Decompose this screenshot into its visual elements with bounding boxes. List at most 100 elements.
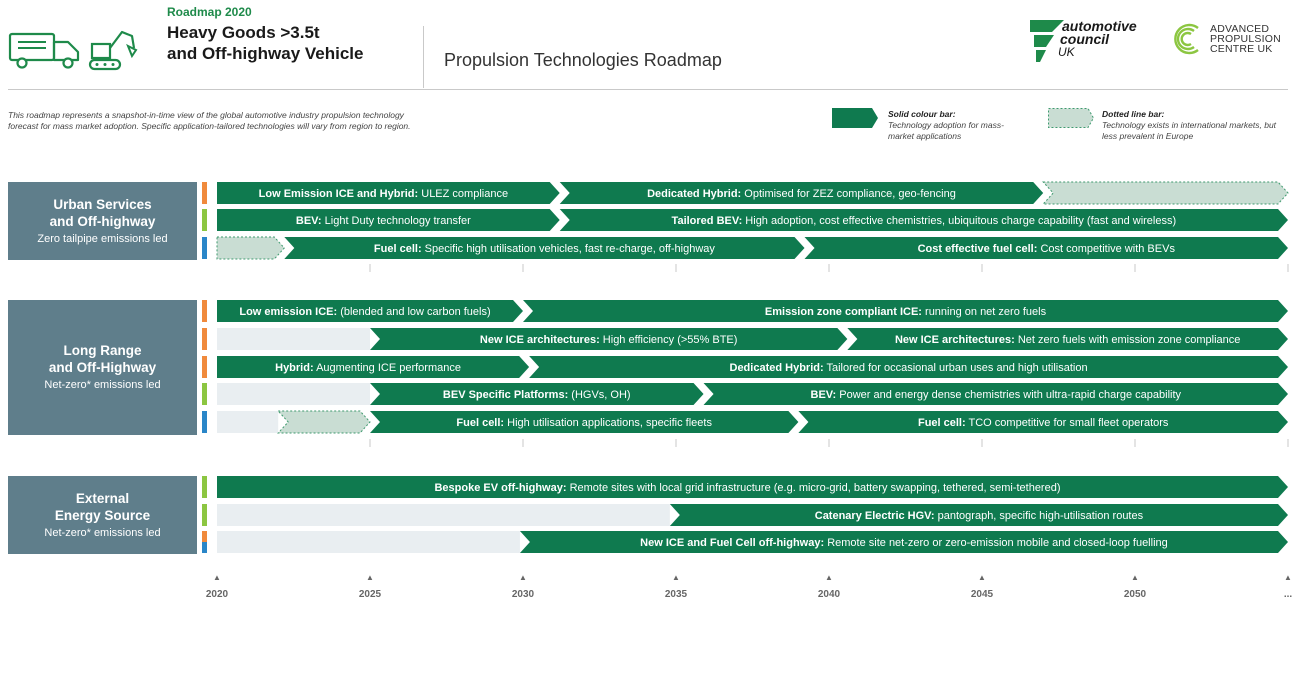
bar-label-bold: Low emission ICE: bbox=[239, 306, 337, 318]
automotive-council-mark-icon bbox=[1030, 20, 1064, 62]
row-marker bbox=[202, 504, 207, 526]
solid-bar bbox=[370, 383, 704, 405]
bar-label-text: Tailored for occasional urban uses and h… bbox=[824, 362, 1088, 374]
year-marker-icon: ▲ bbox=[978, 573, 986, 582]
bar-label-text: running on net zero fuels bbox=[922, 306, 1047, 318]
bar-label-text: Augmenting ICE performance bbox=[314, 362, 461, 374]
category-name: External Energy Source bbox=[54, 490, 151, 523]
solid-bar bbox=[217, 476, 1288, 498]
bar-label-text: High utilisation applications, specific … bbox=[504, 417, 712, 429]
bar-label-bold: BEV Specific Platforms: bbox=[443, 389, 568, 401]
bar-label: BEV Specific Platforms: (HGVs, OH) bbox=[443, 389, 631, 401]
solid-bar bbox=[519, 531, 1288, 553]
legend-solid: Solid colour bar: Technology adoption fo… bbox=[888, 109, 1018, 142]
empty-track bbox=[217, 328, 370, 350]
automotive-council-logo: automotive council UK bbox=[1030, 18, 1160, 68]
year-marker-icon: ▲ bbox=[672, 573, 680, 582]
logo-word-3: UK bbox=[1058, 45, 1075, 59]
solid-bar bbox=[217, 182, 560, 204]
bar-label-bold: New ICE architectures: bbox=[480, 334, 600, 346]
bar-label: Hybrid: Augmenting ICE performance bbox=[275, 362, 461, 374]
bar-label-text: pantograph, specific high-utilisation ro… bbox=[935, 510, 1144, 522]
bar-label: Emission zone compliant ICE: running on … bbox=[765, 306, 1047, 318]
bar-label-bold: New ICE architectures: bbox=[895, 334, 1015, 346]
bar-label-bold: Fuel cell: bbox=[456, 417, 504, 429]
year-label: 2025 bbox=[358, 589, 382, 600]
year-marker-icon: ▲ bbox=[366, 573, 374, 582]
year-label: ... bbox=[1283, 589, 1293, 600]
bar-label: Catenary Electric HGV: pantograph, speci… bbox=[815, 510, 1144, 522]
year-label: 2020 bbox=[205, 589, 229, 600]
bar-label-text: Remote site net-zero or zero-emission mo… bbox=[824, 537, 1168, 549]
year-marker-icon: ▲ bbox=[213, 573, 221, 582]
bar-label-bold: Low Emission ICE and Hybrid: bbox=[259, 188, 419, 200]
category-name: Urban Services and Off-highway bbox=[49, 196, 156, 229]
legend-dotted-title: Dotted line bar: bbox=[1102, 109, 1165, 119]
solid-bar bbox=[370, 411, 799, 433]
roadmap-bars: Low Emission ICE and Hybrid: ULEZ compli… bbox=[202, 181, 1289, 553]
solid-bar bbox=[559, 209, 1288, 231]
bar-label-text: (HGVs, OH) bbox=[568, 389, 630, 401]
apc-line-3: CENTRE UK bbox=[1210, 43, 1273, 55]
year-marker-icon: ▲ bbox=[1284, 573, 1292, 582]
bar-label: Dedicated Hybrid: Optimised for ZEZ comp… bbox=[647, 188, 956, 200]
bar-label: New ICE and Fuel Cell off-highway: Remot… bbox=[640, 537, 1168, 549]
roadmap-kicker: Roadmap 2020 bbox=[167, 5, 252, 19]
empty-track bbox=[217, 531, 520, 553]
apc-logo: ADVANCED PROPULSION CENTRE UK bbox=[1170, 20, 1290, 70]
bar-label-bold: BEV: bbox=[811, 389, 837, 401]
bar-label-bold: Dedicated Hybrid: bbox=[647, 188, 741, 200]
solid-bar bbox=[370, 328, 848, 350]
bar-label-text: Net zero fuels with emission zone compli… bbox=[1015, 334, 1241, 346]
logo-word-2: council bbox=[1060, 31, 1110, 47]
row-marker bbox=[202, 300, 207, 322]
bar-label-bold: Bespoke EV off-highway: bbox=[434, 482, 566, 494]
bar-label: New ICE architectures: High efficiency (… bbox=[480, 334, 738, 346]
year-label: 2045 bbox=[970, 589, 994, 600]
category-external-energy: External Energy Source Net-zero* emissio… bbox=[8, 476, 197, 554]
legend-solid-desc: Technology adoption for mass-market appl… bbox=[888, 120, 1004, 141]
apc-rings-icon bbox=[1174, 23, 1199, 55]
bar-label: Tailored BEV: High adoption, cost effect… bbox=[672, 215, 1177, 227]
category-name: Long Range and Off-Highway bbox=[48, 343, 157, 375]
year-marker-icon: ▲ bbox=[1131, 573, 1139, 582]
year-label: 2040 bbox=[817, 589, 841, 600]
year-label: 2050 bbox=[1123, 589, 1147, 600]
bar-label: Bespoke EV off-highway: Remote sites wit… bbox=[434, 482, 1060, 494]
page-title: Heavy Goods >3.5t and Off-highway Vehicl… bbox=[167, 23, 364, 63]
solid-bar bbox=[804, 237, 1288, 259]
legend-dotted-swatch bbox=[1048, 108, 1094, 128]
year-marker-icon: ▲ bbox=[519, 573, 527, 582]
header-divider bbox=[423, 26, 424, 88]
category-subtitle: Net-zero* emissions led bbox=[44, 379, 161, 391]
category-long-range: Long Range and Off-Highway Net-zero* emi… bbox=[8, 300, 197, 435]
bar-label: Low emission ICE: (blended and low carbo… bbox=[239, 306, 490, 318]
truck-icon bbox=[8, 32, 80, 69]
bar-label: Low Emission ICE and Hybrid: ULEZ compli… bbox=[259, 188, 508, 200]
bar-label: Fuel cell: Specific high utilisation veh… bbox=[374, 243, 715, 255]
row-marker bbox=[202, 328, 207, 350]
solid-bar bbox=[217, 300, 523, 322]
dotted-bar bbox=[1042, 181, 1289, 205]
bar-label-bold: Emission zone compliant ICE: bbox=[765, 306, 922, 318]
disclaimer-text: This roadmap represents a snapshot-in-ti… bbox=[8, 110, 411, 131]
bar-label-bold: Tailored BEV: bbox=[672, 215, 743, 227]
bar-label-bold: Catenary Electric HGV: bbox=[815, 510, 935, 522]
bar-label-bold: Fuel cell: bbox=[918, 417, 966, 429]
dotted-bar bbox=[277, 410, 371, 434]
bar-label-text: TCO competitive for small fleet operator… bbox=[966, 417, 1169, 429]
row-marker bbox=[202, 542, 207, 553]
year-label: 2030 bbox=[511, 589, 535, 600]
bar-label: BEV: Power and energy dense chemistries … bbox=[811, 389, 1182, 401]
bar-label-bold: Cost effective fuel cell: bbox=[918, 243, 1038, 255]
legend-solid-title: Solid colour bar: bbox=[888, 109, 956, 119]
empty-track bbox=[217, 411, 279, 433]
empty-track bbox=[217, 383, 370, 405]
bar-label-text: Remote sites with local grid infrastruct… bbox=[567, 482, 1061, 494]
row-marker bbox=[202, 182, 207, 204]
bar-label: New ICE architectures: Net zero fuels wi… bbox=[895, 334, 1240, 346]
row-marker bbox=[202, 411, 207, 433]
page-subtitle: Propulsion Technologies Roadmap bbox=[444, 50, 722, 70]
year-label: 2035 bbox=[664, 589, 688, 600]
solid-bar bbox=[217, 209, 560, 231]
